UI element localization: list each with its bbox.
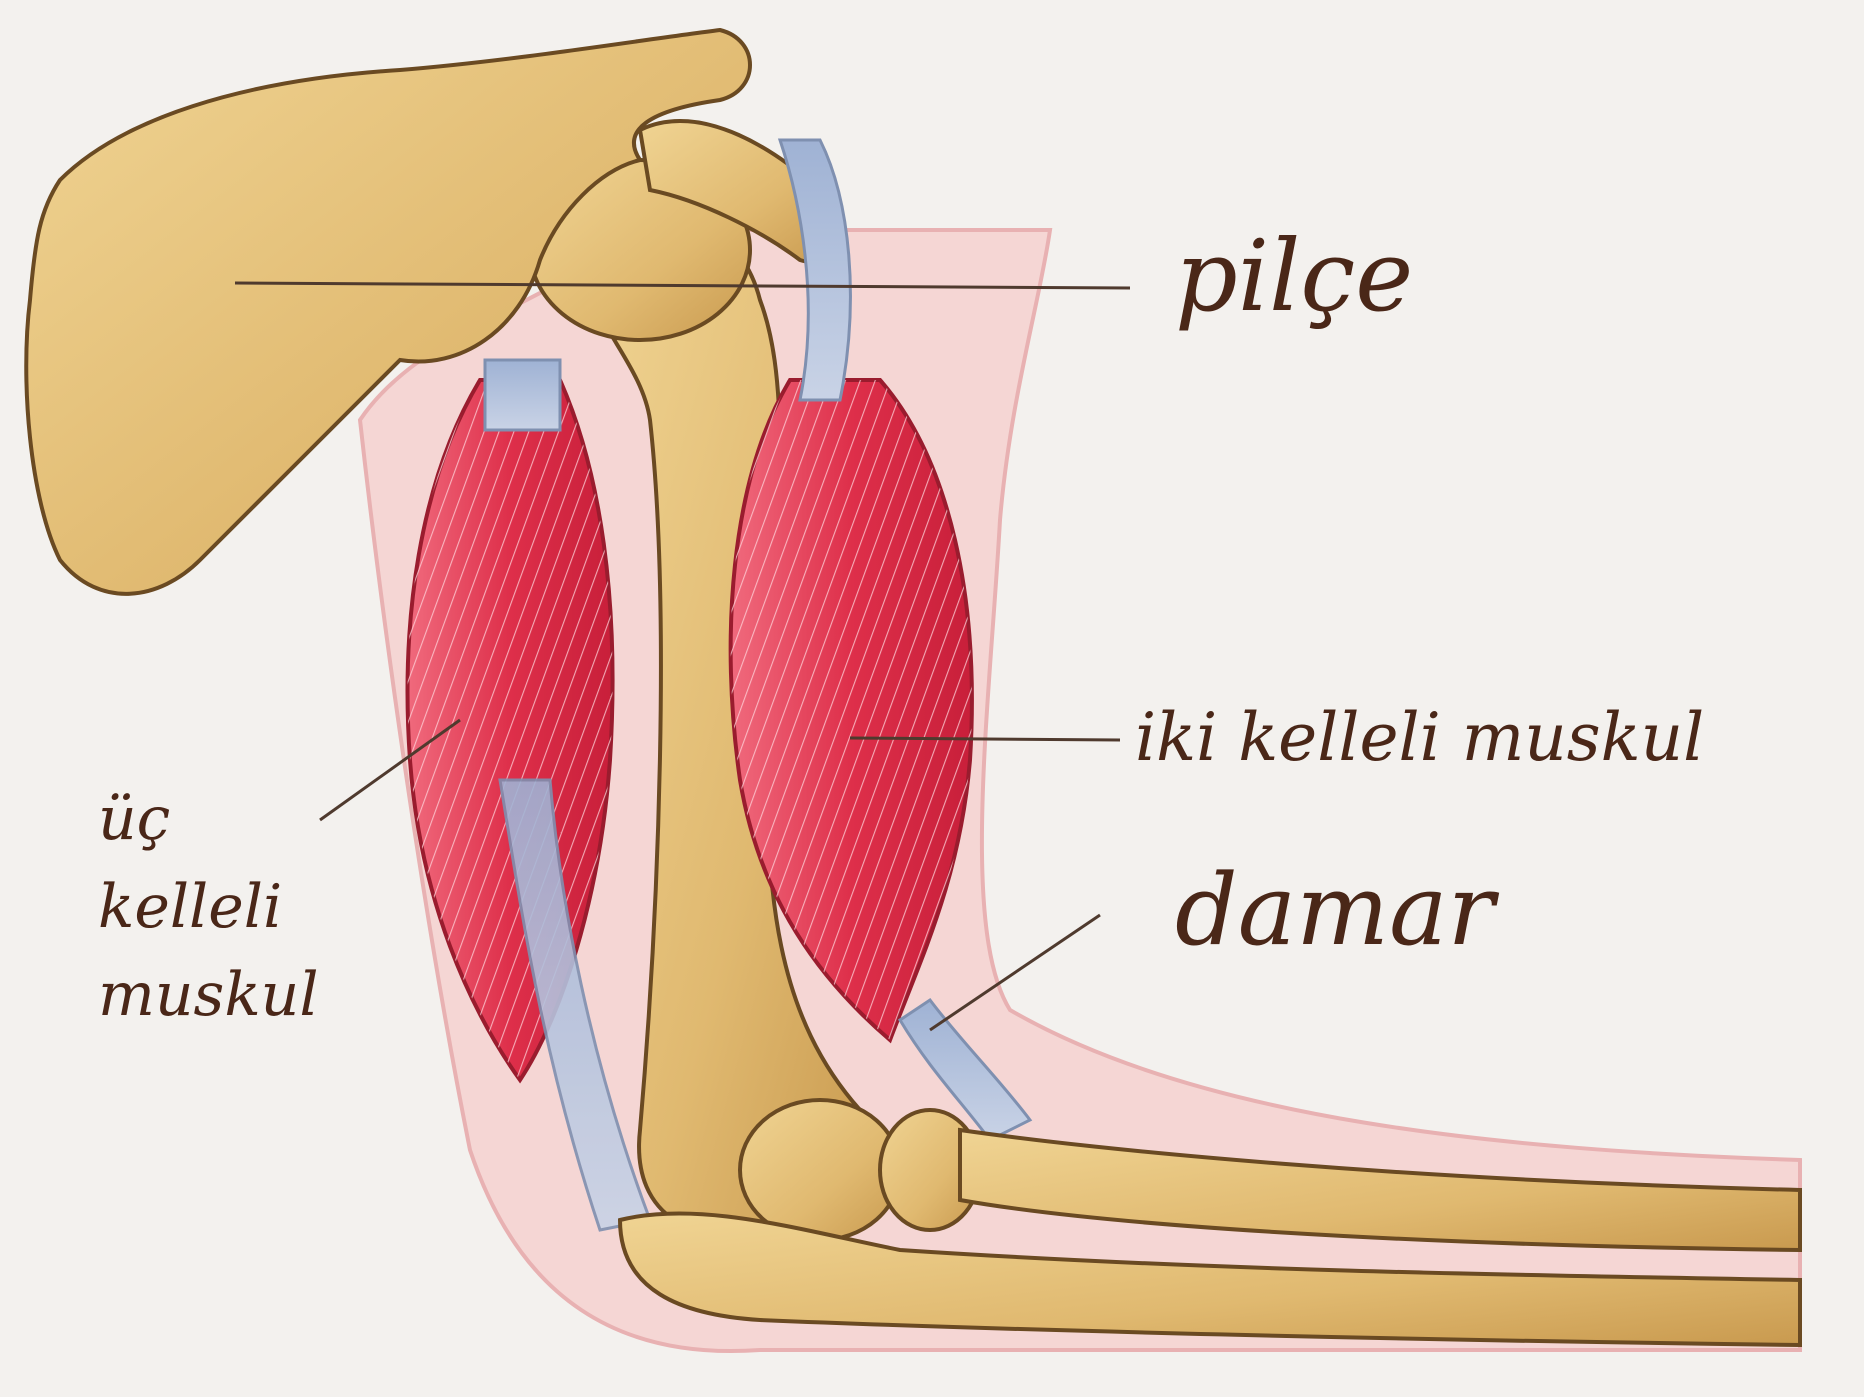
leader-line-biceps <box>850 738 1120 740</box>
label-triceps: üç kelleli muskul <box>98 775 319 1039</box>
label-triceps-line-2: kelleli <box>98 863 319 951</box>
label-vessel: damar <box>1175 862 1494 960</box>
label-scapula: pilçe <box>1175 228 1413 326</box>
label-triceps-line-3: muskul <box>98 951 319 1039</box>
label-biceps: iki kelleli muskul <box>1135 705 1704 771</box>
elbow-joint <box>740 1100 900 1240</box>
label-triceps-line-1: üç <box>98 775 319 863</box>
